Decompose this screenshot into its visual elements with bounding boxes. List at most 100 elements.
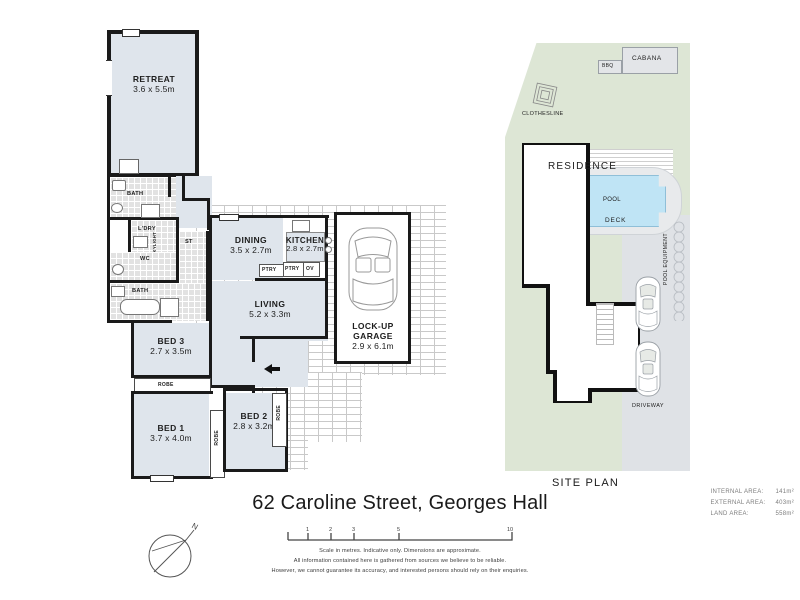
clothesline-icon [532, 82, 558, 108]
window-retreat-left [106, 60, 112, 96]
label-bbq: BBQ [602, 63, 614, 69]
wall-entry-right [252, 336, 255, 362]
area-summary: INTERNAL AREA: 141m² EXTERNAL AREA: 403m… [710, 487, 794, 520]
wall-bed1-left [131, 391, 134, 479]
kitchen-dimensions: 2.8 x 2.7m [286, 244, 324, 254]
wall-garage-left [334, 212, 337, 364]
wall-bed2-top2 [258, 388, 288, 391]
label-clothesline: CLOTHESLINE [522, 111, 564, 117]
disclaimer-line-3: However, we cannot guarantee its accurac… [271, 567, 529, 574]
scale-tick-3: 3 [352, 527, 356, 533]
wall-bathlower-bottom [107, 320, 172, 323]
kitchen-sink [325, 237, 332, 244]
wall-ldry-left [128, 220, 131, 254]
retreat-name: RETREAT [132, 74, 176, 84]
label-robe-bed2: ROBE [276, 405, 282, 421]
label-deck: DECK [605, 217, 627, 224]
disclaimer-line-1: Scale in metres. Indicative only. Dimens… [319, 548, 481, 554]
area-row-external: EXTERNAL AREA: 403m² [710, 498, 794, 509]
wall-garage-top [334, 212, 411, 215]
room-label-living: LIVING 5.2 x 3.3m [225, 299, 315, 320]
pool-water [576, 175, 666, 227]
living-floor-lower [212, 341, 308, 387]
room-label-garage: LOCK-UP GARAGE 2.9 x 6.1m [340, 321, 406, 351]
site-plan: POOL DECK CABANA BBQ CLOTHESLINE [490, 25, 800, 495]
floor-plan: RETREAT 3.6 x 5.5m BATH L'DRY SKYLIGHT W… [0, 0, 470, 578]
wall-kitchen-bottom [255, 278, 328, 281]
living-dimensions: 5.2 x 3.3m [249, 308, 291, 319]
living-floor [212, 281, 328, 341]
wall-bed2-left [223, 388, 226, 472]
kitchen-bench-block [286, 232, 325, 262]
retreat-fixture [119, 159, 139, 174]
wc-pan [112, 264, 124, 275]
wall-wc-bottom [107, 280, 179, 283]
driveway-car-1-icon [635, 276, 661, 332]
wall-garage-bottom [334, 361, 411, 364]
label-bath-upper: BATH [127, 191, 144, 197]
area-label-internal: INTERNAL AREA: [710, 489, 764, 495]
bath-upper-toilet [111, 203, 123, 213]
wall-retreat-right [195, 30, 199, 177]
room-label-retreat: RETREAT 3.6 x 5.5m [120, 74, 188, 95]
site-stairs [596, 303, 614, 345]
label-cabana: CABANA [632, 55, 662, 62]
room-label-bed3: BED 3 2.7 x 3.5m [136, 336, 206, 357]
wall-bed2-bottom [223, 469, 288, 472]
wall-retreat-left [107, 30, 111, 177]
living-name: LIVING [254, 299, 286, 309]
wall-retreat-bottom [107, 173, 199, 177]
wall-hall-right3 [207, 198, 210, 230]
wall-living-bottom [240, 336, 328, 339]
bed1-name: BED 1 [157, 423, 185, 433]
wall-hall-right2 [182, 198, 210, 201]
area-value-external: 403m² [775, 500, 794, 507]
label-residence: RESIDENCE [548, 161, 618, 172]
area-value-internal: 141m² [775, 489, 794, 495]
site-plan-caption: SITE PLAN [552, 477, 620, 489]
dining-name: DINING [234, 235, 268, 245]
scale-tick-10: 10 [507, 527, 514, 533]
label-pool-equipment: POOL EQUIPMENT [663, 233, 669, 286]
oven [303, 262, 320, 277]
scale-bar: 1 2 3 5 10 [286, 527, 514, 542]
wall-bathlower-left [107, 283, 110, 323]
driveway-car-2-icon [635, 341, 661, 397]
label-pantry-2: PTRY [285, 266, 300, 272]
label-driveway: DRIVEWAY [632, 403, 664, 409]
retreat-dimensions: 3.6 x 5.5m [133, 83, 175, 94]
wall-bath-upper-left [107, 177, 110, 220]
area-label-external: EXTERNAL AREA: [710, 500, 766, 507]
bed2-name: BED 2 [240, 411, 268, 421]
wall-dining-left [209, 215, 212, 283]
bathtub [120, 299, 160, 315]
wall-living-right [325, 281, 328, 339]
label-laundry: L'DRY [138, 226, 156, 232]
scale-tick-5: 5 [397, 527, 401, 533]
garage-dimensions: 2.9 x 6.1m [352, 340, 394, 351]
label-robe-bed1: ROBE [214, 430, 220, 446]
wall-wc-left [107, 220, 110, 282]
dining-dimensions: 3.5 x 2.7m [230, 244, 272, 255]
scale-tick-2: 2 [329, 527, 333, 533]
room-label-bed2: BED 2 2.8 x 3.2m [226, 411, 282, 432]
entry-arrow-icon [264, 364, 272, 374]
bed2-dimensions: 2.8 x 3.2m [233, 420, 275, 431]
kitchen-sink-2 [325, 246, 332, 253]
wall-dining-top [209, 215, 329, 218]
garage-name-1: LOCK-UP [352, 321, 394, 331]
bed1-floor [134, 393, 209, 477]
area-value-land: 558m² [775, 511, 794, 518]
label-robe-bed3: ROBE [158, 382, 174, 388]
robe-bed2 [272, 393, 287, 447]
laundry-tub [133, 236, 148, 248]
garage-car-icon [348, 227, 398, 311]
label-pool: POOL [603, 197, 621, 203]
wc-floor [110, 252, 176, 282]
wall-bed3-bottom [131, 375, 209, 378]
area-row-internal: INTERNAL AREA: 141m² [710, 487, 794, 498]
window-retreat-top [122, 29, 140, 37]
compass-rose: N [140, 518, 210, 593]
bath-upper-basin [112, 180, 126, 191]
